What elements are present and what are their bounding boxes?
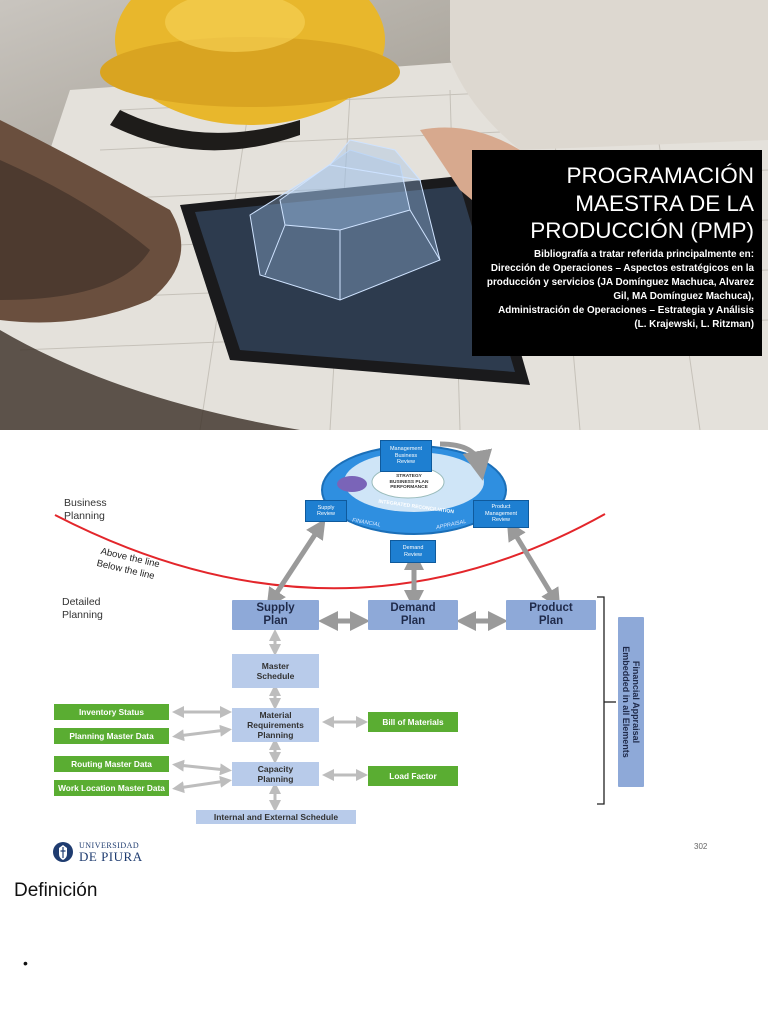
capacity-planning-box: Capacity Planning — [232, 762, 319, 786]
box-line: Planning — [257, 774, 294, 784]
slide-title-line-3: PRODUCCIÓN (PMP) — [530, 218, 754, 243]
cycle-label: Review — [403, 551, 423, 558]
load-factor-box: Load Factor — [368, 766, 458, 786]
slide-title-line-2: MAESTRA DE LA — [575, 190, 754, 216]
cycle-label: Product — [491, 504, 511, 511]
logo-text: UNIVERSIDAD DE PIURA — [79, 841, 143, 863]
construction-photo-illustration — [0, 0, 768, 430]
box-line: Plan — [538, 615, 564, 627]
slide-title-line-1: PROGRAMACIÓN — [566, 163, 754, 188]
cycle-label: Management — [484, 510, 518, 517]
cycle-label: Review — [316, 511, 336, 517]
cycle-label: Review — [396, 459, 416, 466]
box-line: Product — [529, 602, 573, 614]
internal-external-schedule-box: Internal and External Schedule — [196, 810, 356, 824]
box-line: Demand — [390, 602, 436, 614]
master-schedule-box: Master Schedule — [232, 654, 319, 688]
supply-plan-box: Supply Plan — [232, 600, 319, 630]
mrp-box: Material Requirements Planning — [232, 708, 319, 742]
cycle-label: Demand — [402, 545, 424, 551]
cycle-center-line: PERFORMANCE — [390, 485, 428, 490]
page-number: 302 — [694, 842, 708, 851]
label-line: Detailed — [62, 596, 101, 608]
box-line: Capacity — [257, 764, 294, 774]
detailed-planning-label: Detailed Planning — [62, 596, 103, 622]
box-line: Supply — [256, 602, 295, 614]
management-review-box: Management Business Review — [380, 440, 432, 472]
cycle-label: Business — [394, 452, 418, 459]
university-shield-icon — [53, 842, 73, 862]
box-line: Material — [259, 710, 292, 720]
demand-review-box: Demand Review — [390, 540, 436, 563]
cycle-center-line: STRATEGY — [396, 474, 422, 479]
box-line: Planning — [257, 730, 294, 740]
bill-of-materials-box: Bill of Materials — [368, 712, 458, 732]
appraisal-line: Embedded in all Elements — [621, 646, 631, 758]
cycle-center-text: STRATEGY BUSINESS PLAN PERFORMANCE — [380, 474, 438, 491]
business-planning-label: Business Planning — [64, 497, 107, 523]
financial-appraisal-box: Financial Appraisal Embedded in all Elem… — [618, 617, 644, 787]
bibliography-line: Gil, MA Domínguez Machuca), — [613, 290, 754, 302]
bibliography-line: Bibliografía a tratar referida principal… — [533, 248, 754, 260]
box-line: Plan — [400, 615, 426, 627]
inventory-status-box: Inventory Status — [54, 704, 169, 720]
box-line: Master — [261, 661, 290, 671]
logo-line-1: UNIVERSIDAD — [79, 841, 140, 850]
hero-photo: PROGRAMACIÓN MAESTRA DE LA PRODUCCIÓN (P… — [0, 0, 768, 430]
financial-appraisal-text: Financial Appraisal Embedded in all Elem… — [621, 646, 641, 758]
label-line: Planning — [64, 510, 105, 522]
box-line: Schedule — [256, 671, 295, 681]
bibliography-text: Bibliografía a tratar referida principal… — [478, 248, 754, 332]
bibliography-line: Administración de Operaciones – Estrateg… — [498, 304, 754, 316]
label-line: Business — [64, 497, 107, 509]
label-line: Planning — [62, 609, 103, 621]
cycle-label: Management — [389, 446, 423, 453]
appraisal-line: Financial Appraisal — [631, 660, 641, 744]
universidad-de-piura-logo: UNIVERSIDAD DE PIURA — [52, 840, 143, 864]
work-location-master-data-box: Work Location Master Data — [54, 780, 169, 796]
bibliography-line: (L. Krajewski, L. Ritzman) — [634, 318, 754, 330]
pmp-diagram-connectors — [54, 441, 616, 812]
section-heading: Definición — [14, 880, 98, 901]
logo-line-2: DE PIURA — [79, 849, 143, 864]
supply-review-box: Supply Review — [305, 500, 347, 522]
planning-master-data-box: Planning Master Data — [54, 728, 169, 744]
cycle-label: Review — [491, 517, 511, 524]
box-line: Requirements — [247, 720, 304, 730]
cycle-center-line: BUSINESS PLAN — [389, 479, 429, 485]
product-review-box: Product Management Review — [473, 500, 529, 528]
bibliography-line: Dirección de Operaciones – Aspectos estr… — [490, 262, 754, 274]
cycle-label: Supply — [317, 504, 335, 511]
demand-plan-box: Demand Plan — [368, 600, 458, 630]
box-line: Plan — [263, 615, 288, 627]
product-plan-box: Product Plan — [506, 600, 596, 630]
title-box: PROGRAMACIÓN MAESTRA DE LA PRODUCCIÓN (P… — [472, 150, 762, 356]
empty-bullet: • — [23, 955, 28, 971]
bibliography-line: producción y servicios (JA Domínguez Mac… — [486, 276, 754, 288]
routing-master-data-box: Routing Master Data — [54, 756, 169, 772]
